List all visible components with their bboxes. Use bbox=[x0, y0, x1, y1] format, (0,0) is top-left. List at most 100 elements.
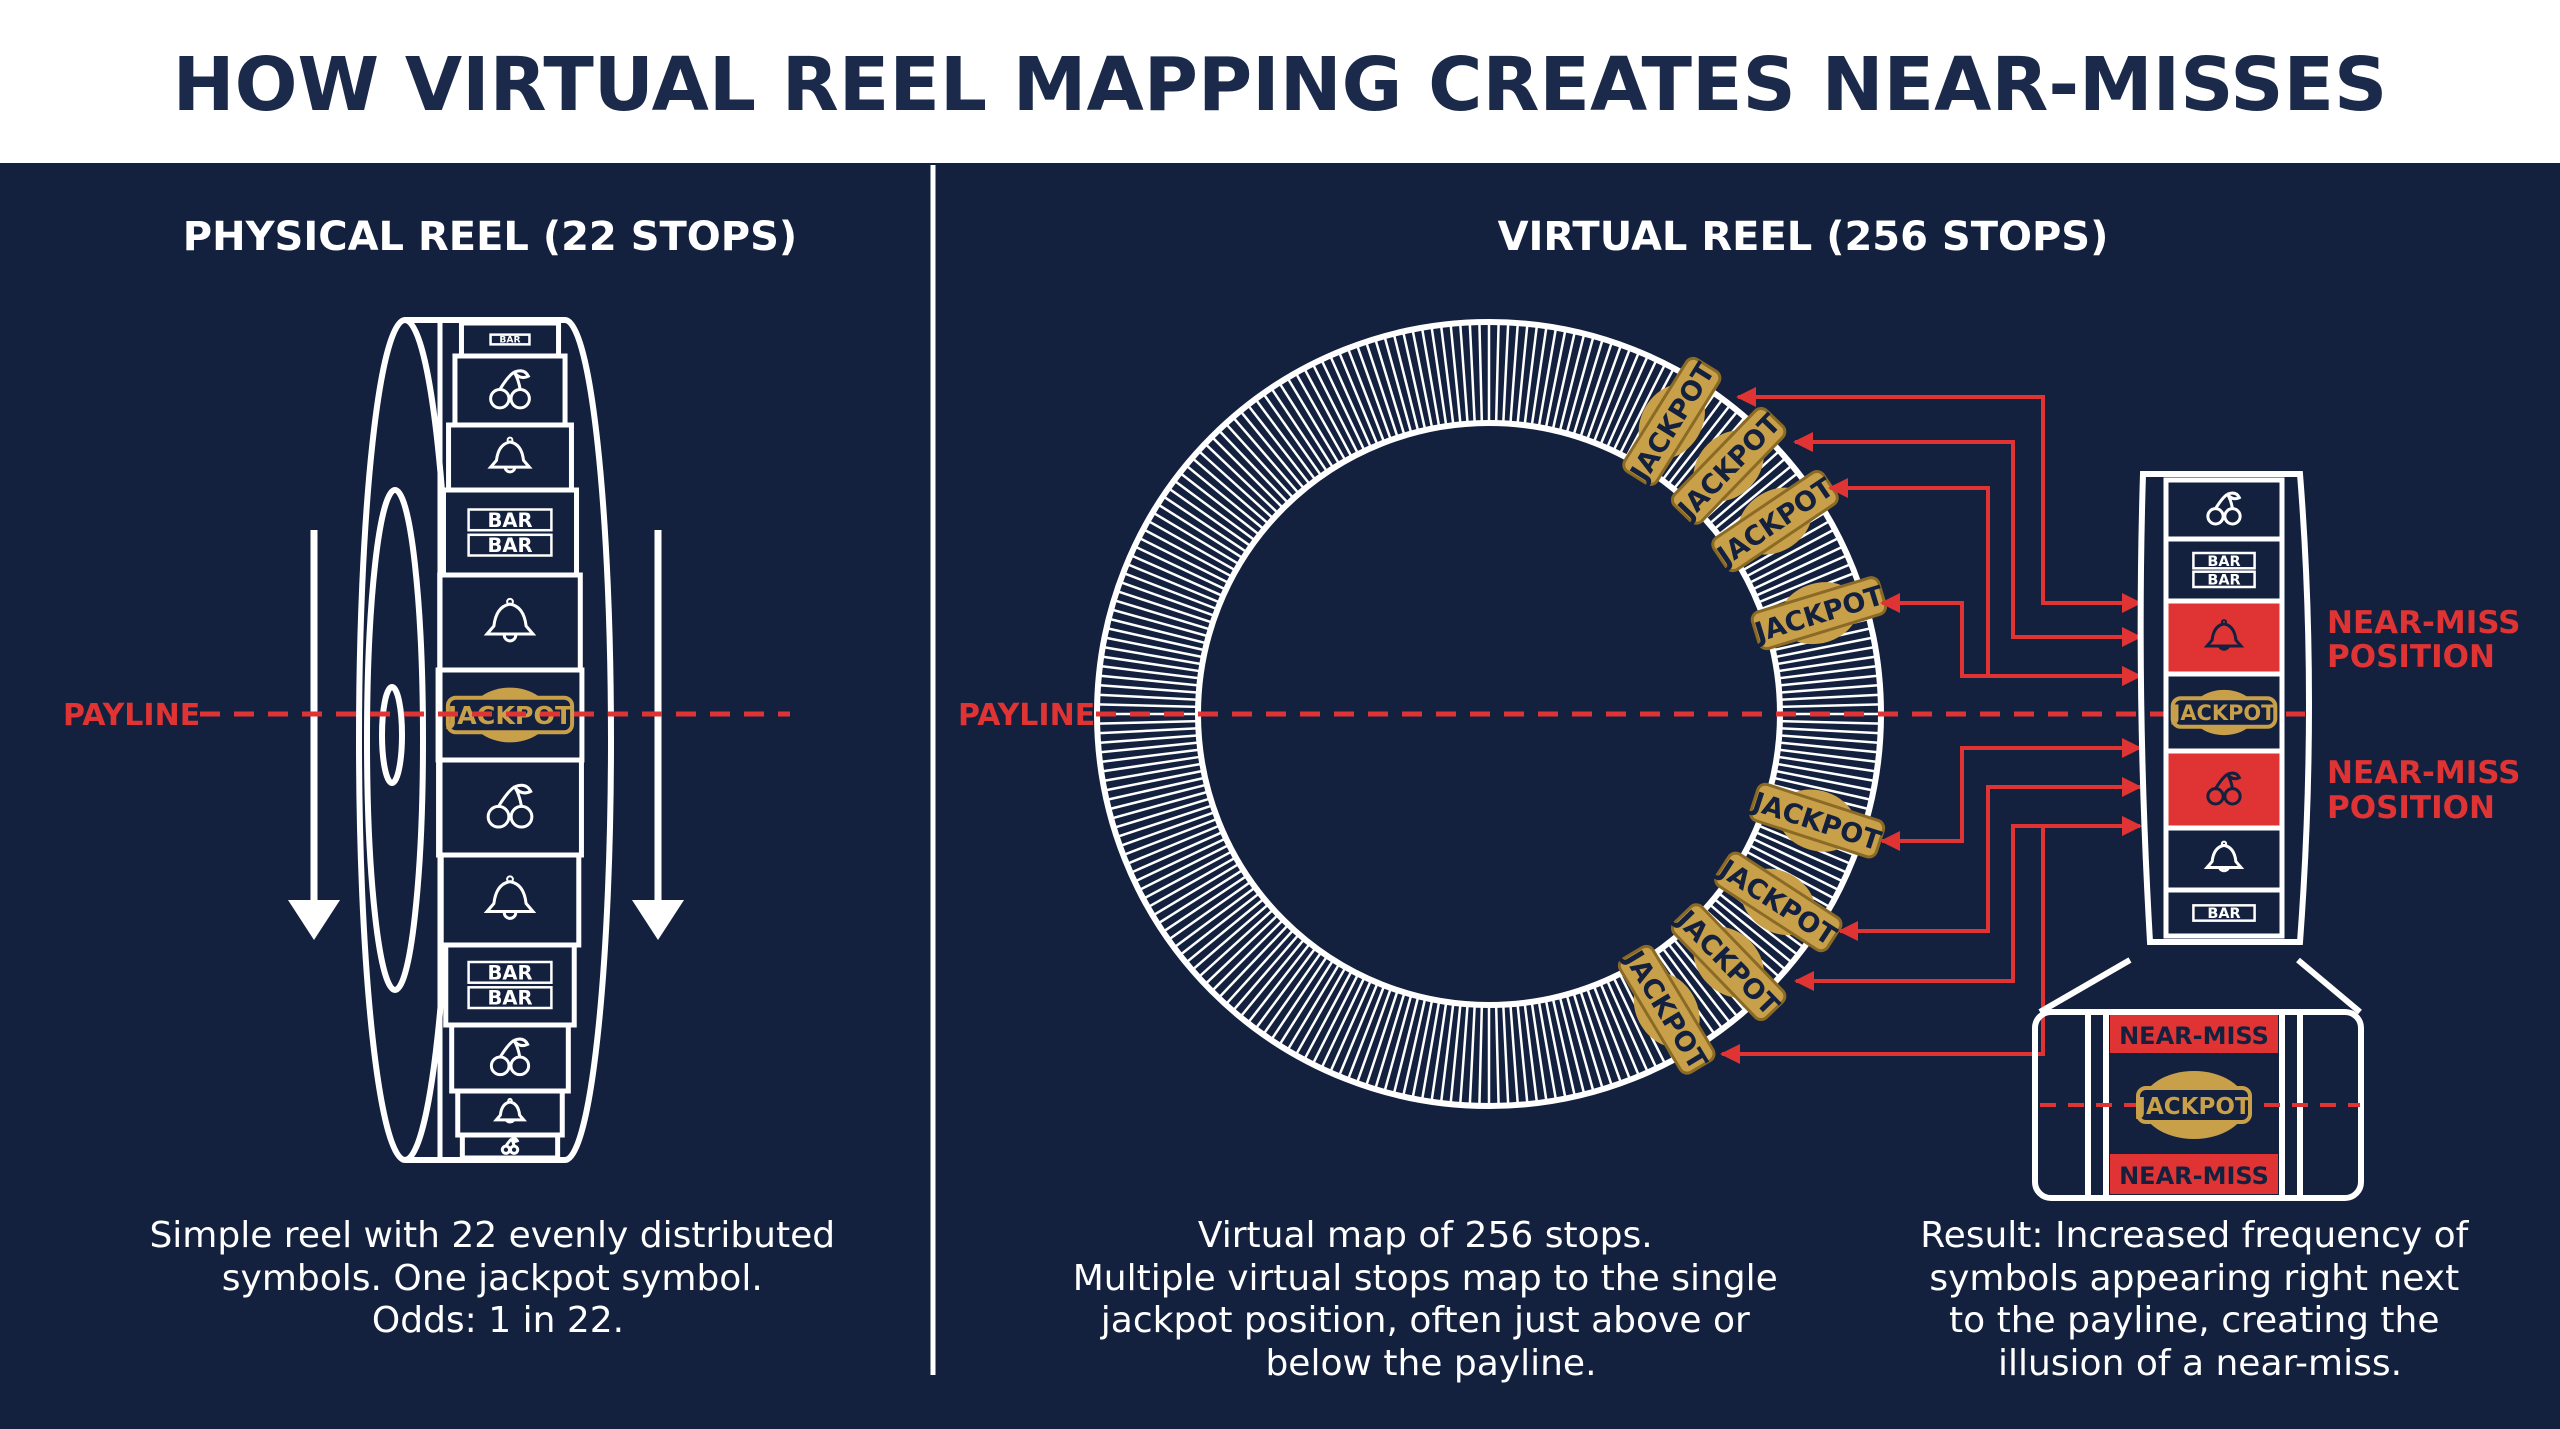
ring-tick bbox=[1401, 331, 1427, 431]
ring-tick bbox=[1592, 985, 1632, 1081]
ring-tick bbox=[1138, 536, 1230, 585]
ring-tick bbox=[1142, 528, 1233, 578]
physical-reel-stop bbox=[437, 572, 583, 673]
ring-tick bbox=[1162, 874, 1248, 933]
reel-hub bbox=[379, 684, 405, 786]
ring-tick bbox=[1179, 892, 1261, 957]
ring-tick bbox=[1294, 966, 1347, 1056]
ring-tick bbox=[1355, 344, 1393, 441]
ring-tick bbox=[1167, 487, 1252, 548]
ring-tick bbox=[1777, 748, 1879, 764]
ring-tick bbox=[1320, 976, 1366, 1069]
physical-caption: Simple reel with 22 evenly distributed s… bbox=[149, 1215, 846, 1341]
ring-tick bbox=[1430, 326, 1448, 427]
ring-tick bbox=[1585, 344, 1623, 441]
physical-reel-stop bbox=[438, 852, 582, 948]
ring-tick bbox=[1364, 989, 1399, 1087]
zoom-inset: NEAR-MISS NEAR-MISS JACKPOT bbox=[2032, 957, 2364, 1201]
ring-tick bbox=[1119, 580, 1216, 618]
ring-tick bbox=[1122, 571, 1218, 611]
ring-tick bbox=[1104, 636, 1204, 659]
bar-label: BAR bbox=[487, 961, 532, 984]
ring-tick bbox=[1420, 327, 1441, 428]
down-arrow-left bbox=[288, 530, 340, 940]
ring-tick bbox=[1217, 429, 1290, 505]
ring-tick bbox=[1102, 762, 1203, 783]
ring-tick bbox=[1210, 435, 1285, 510]
ring-tick bbox=[1147, 519, 1237, 572]
ring-tick bbox=[1502, 322, 1510, 424]
ring-tick bbox=[1130, 830, 1224, 874]
ring-tick bbox=[1173, 886, 1257, 949]
ring-tick bbox=[1337, 982, 1379, 1077]
ring-tick bbox=[1565, 994, 1595, 1093]
ring-tick bbox=[1217, 923, 1290, 999]
ring-tick bbox=[1667, 404, 1732, 486]
ring-tick bbox=[1311, 973, 1360, 1065]
ring-tick bbox=[1286, 377, 1341, 466]
bell-icon bbox=[493, 1097, 527, 1124]
ring-tick bbox=[1179, 471, 1261, 536]
ring-tick bbox=[1430, 1001, 1448, 1102]
ring-tick bbox=[1420, 1000, 1441, 1101]
zoom-jackpot-badge bbox=[2136, 1086, 2252, 1124]
ring-tick bbox=[1579, 989, 1614, 1087]
cherry-icon bbox=[486, 783, 534, 829]
ring-tick bbox=[1191, 457, 1270, 525]
physical-reel-stop: BAR bbox=[458, 320, 562, 359]
bell-icon bbox=[2203, 840, 2245, 873]
ring-tick bbox=[1618, 363, 1667, 455]
zoom-near-miss-top bbox=[2110, 1015, 2278, 1053]
zoom-near-miss-bottom-label: NEAR-MISS bbox=[2119, 1162, 2269, 1190]
ring-tick bbox=[1329, 979, 1373, 1073]
ring-tick bbox=[1599, 351, 1641, 446]
page-title: HOW VIRTUAL REEL MAPPING CREATES NEAR-MI… bbox=[173, 42, 2388, 128]
ring-tick bbox=[1108, 617, 1208, 645]
ring-tick bbox=[1572, 992, 1604, 1090]
ring-tick bbox=[1138, 843, 1230, 892]
ring-tick bbox=[1097, 727, 1199, 735]
ring-tick bbox=[1337, 351, 1379, 446]
ring-tick bbox=[1468, 1004, 1476, 1106]
ring-tick bbox=[1262, 392, 1323, 477]
ring-tick bbox=[1355, 987, 1393, 1084]
payline-label-virtual: PAYLINE bbox=[958, 698, 1095, 733]
zoom-near-miss-top-label: NEAR-MISS bbox=[2119, 1022, 2269, 1050]
physical-heading: PHYSICAL REEL (22 STOPS) bbox=[183, 214, 797, 260]
ring-tick bbox=[1478, 1004, 1484, 1106]
bar-label: BAR bbox=[2207, 572, 2240, 588]
ring-tick bbox=[1523, 1002, 1539, 1104]
ring-tick bbox=[1294, 372, 1347, 462]
result-reel-stop: BAR bbox=[2163, 887, 2285, 939]
near-miss-label-upper: NEAR-MISS POSITION bbox=[2327, 605, 2531, 675]
ring-tick bbox=[1544, 999, 1567, 1099]
ring-tick bbox=[1108, 783, 1208, 811]
ring-tick bbox=[1110, 790, 1209, 820]
ring-tick bbox=[1320, 359, 1366, 452]
mapping-arrow bbox=[1720, 816, 2142, 1064]
result-reel-frame bbox=[2137, 471, 2312, 945]
ring-tick bbox=[1122, 817, 1218, 857]
physical-reel-stop bbox=[455, 1088, 565, 1138]
ring-tick bbox=[1270, 955, 1329, 1041]
ring-tick bbox=[1098, 741, 1200, 754]
ring-tick bbox=[1439, 324, 1455, 426]
ring-tick bbox=[1113, 599, 1211, 631]
ring-tick bbox=[1110, 608, 1209, 638]
ring-tick bbox=[1579, 341, 1614, 439]
ring-tick bbox=[1102, 645, 1203, 666]
ring-tick bbox=[1392, 995, 1420, 1095]
ring-tick bbox=[1530, 326, 1548, 427]
zoom-near-miss-bottom bbox=[2110, 1154, 2278, 1194]
ring-tick bbox=[1383, 335, 1413, 434]
ring-tick bbox=[1098, 674, 1200, 687]
mapping-arrow bbox=[1880, 593, 2142, 686]
ring-tick bbox=[1509, 1004, 1520, 1106]
ring-tick bbox=[1130, 554, 1224, 598]
physical-reel-stop bbox=[446, 422, 574, 493]
ring-tick bbox=[1599, 982, 1641, 1077]
ring-tick bbox=[1346, 347, 1386, 443]
